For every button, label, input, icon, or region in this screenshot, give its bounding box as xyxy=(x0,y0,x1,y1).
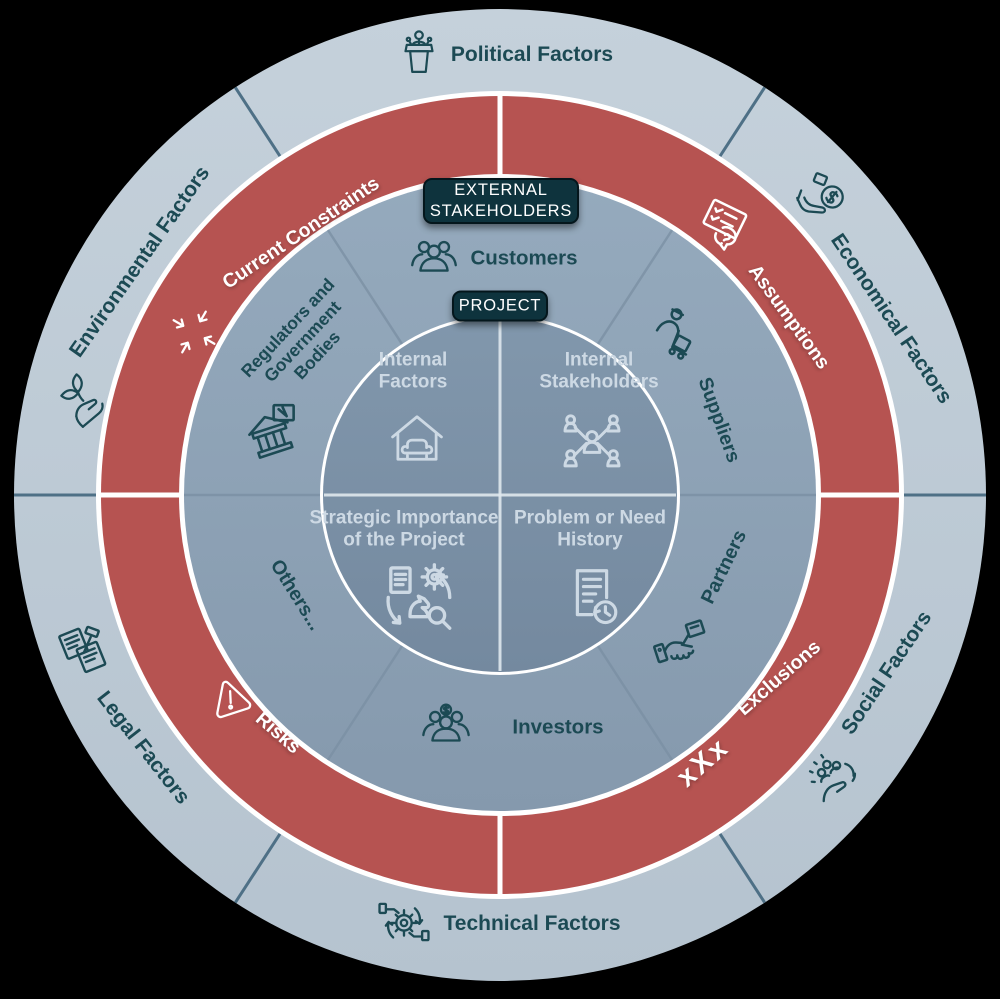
handshake-icon xyxy=(642,606,720,684)
delivery-person-icon xyxy=(634,294,718,378)
house-couch-icon xyxy=(383,404,451,472)
investors-group-icon xyxy=(417,697,475,755)
government-building-icon xyxy=(236,396,308,468)
label-problem-need-history: Problem or Need History xyxy=(513,507,667,550)
outer-ring-dividers xyxy=(14,86,986,904)
converging-arrows-icon xyxy=(160,298,229,367)
project-circle-dividers xyxy=(324,319,676,671)
stakeholder-ring-dividers xyxy=(184,229,816,761)
label-technical-factors: Technical Factors xyxy=(443,912,621,936)
strategy-cycle-icon xyxy=(378,559,460,641)
podium-speaker-icon xyxy=(392,28,446,82)
project-badge: PROJECT xyxy=(452,290,548,322)
document-clock-icon xyxy=(553,561,631,639)
hands-gear-icon xyxy=(375,893,433,951)
warning-triangle-icon xyxy=(196,666,267,737)
label-customers: Customers xyxy=(470,246,578,270)
people-group-icon xyxy=(405,228,463,286)
label-investors: Investors xyxy=(512,715,604,739)
label-internal-factors: Internal Factors xyxy=(378,349,448,392)
checklist-question-icon xyxy=(679,185,766,272)
label-political-factors: Political Factors xyxy=(450,43,614,67)
hand-community-icon xyxy=(793,738,874,819)
external-stakeholders-badge: EXTERNAL STAKEHOLDERS xyxy=(423,178,579,224)
hand-money-icon xyxy=(783,162,862,241)
label-strategic-importance: Strategic Importance of the Project xyxy=(309,507,499,550)
constraints-ring-dividers xyxy=(101,96,899,894)
people-network-icon xyxy=(556,404,628,476)
document-gavel-icon xyxy=(48,615,119,686)
hand-leaf-icon xyxy=(44,358,123,437)
label-internal-stakeholders: Internal Stakeholders xyxy=(539,349,659,392)
